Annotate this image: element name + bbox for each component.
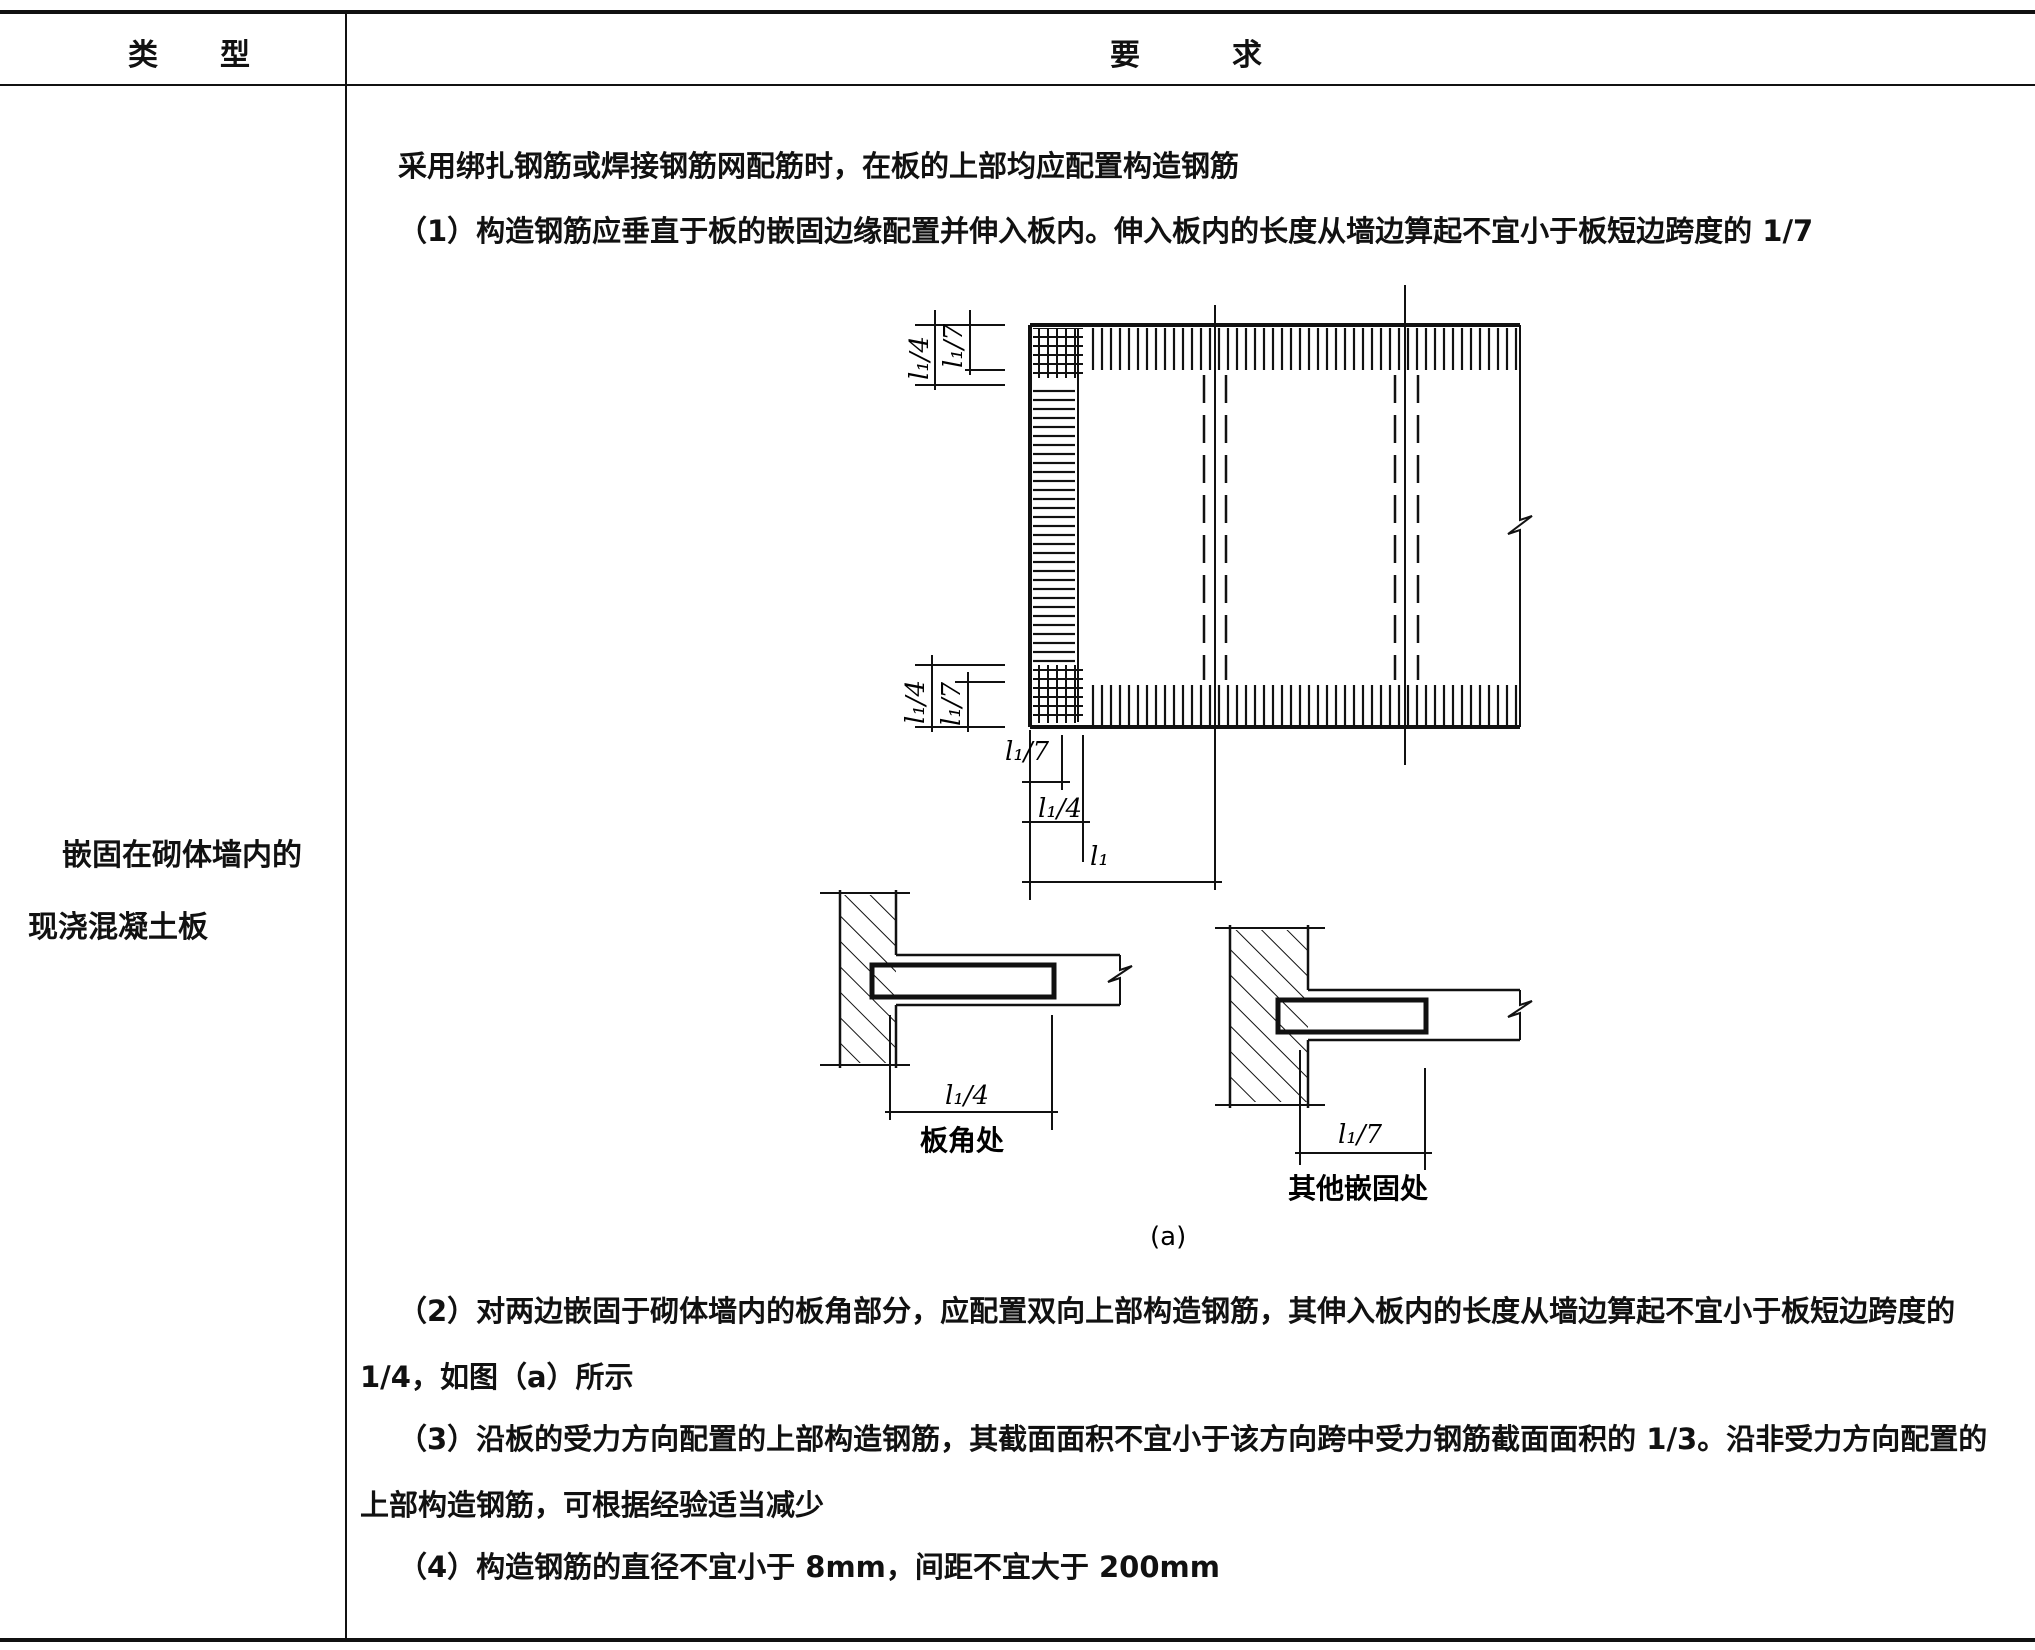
dim-bottom-l1: l₁ <box>1090 842 1109 872</box>
figure-caption: (a) <box>1150 1222 1186 1252</box>
header-requirement: 要求 <box>1110 30 1264 74</box>
dim-left-top-l1-4: l₁/4 <box>905 336 935 380</box>
intro-text: 采用绑扎钢筋或焊接钢筋网配筋时，在板的上部均应配置构造钢筋 <box>398 149 1240 183</box>
table-bottom-rule <box>0 1638 2035 1642</box>
header-type: 类型 <box>128 30 252 74</box>
table-top-rule <box>0 10 2035 14</box>
header-type-char-1: 类 <box>128 38 160 73</box>
corner-mesh-top <box>1033 328 1083 378</box>
header-req-char-2: 求 <box>1232 38 1264 73</box>
header-req-char-1: 要 <box>1110 38 1142 73</box>
top-edge-bars <box>1090 328 1518 370</box>
top-bar-corner <box>869 962 1057 1000</box>
plan-view: l₁/4 l₁/7 l₁/4 l₁/7 l₁/7 l₁/4 l₁ <box>901 285 1533 900</box>
top-bar-other <box>1275 997 1429 1035</box>
dim-left-bottom-l1-7: l₁/7 <box>937 682 967 726</box>
left-edge-bars <box>1033 385 1075 665</box>
label-other: 其他嵌固处 <box>1288 1172 1428 1205</box>
section-other: l₁/7 其他嵌固处 <box>1215 925 1533 1205</box>
item-2-text: （2）对两边嵌固于砌体墙内的板角部分，应配置双向上部构造钢筋，其伸入板内的长度从… <box>360 1294 1956 1394</box>
label-corner: 板角处 <box>920 1124 1004 1157</box>
section-corner: l₁/4 板角处 <box>820 890 1133 1157</box>
bottom-edge-bars <box>1090 685 1518 725</box>
dim-bottom-l1-7: l₁/7 <box>1005 737 1049 767</box>
type-cell: 嵌固在砌体墙内的 现浇混凝土板 <box>20 820 340 964</box>
wall-hatch-other <box>1230 930 1308 1102</box>
type-line-2: 现浇混凝土板 <box>28 910 208 945</box>
item-1-text: （1）构造钢筋应垂直于板的嵌固边缘配置并伸入板内。伸入板内的长度从墙边算起不宜小… <box>398 214 1814 248</box>
dim-corner-l1-4: l₁/4 <box>945 1081 989 1111</box>
column-divider <box>345 10 347 1640</box>
wall-hatch-corner <box>840 895 896 1063</box>
dim-bottom-l1-4: l₁/4 <box>1038 794 1082 824</box>
header-type-char-2: 型 <box>220 38 252 73</box>
item-4-text: （4）构造钢筋的直径不宜小于 8mm，间距不宜大于 200mm <box>398 1550 1220 1584</box>
type-line-1: 嵌固在砌体墙内的 <box>62 838 302 873</box>
corner-mesh-bottom <box>1033 665 1083 723</box>
dim-other-l1-7: l₁/7 <box>1338 1120 1382 1150</box>
dim-left-bottom-l1-4: l₁/4 <box>901 680 931 724</box>
item-3-text: （3）沿板的受力方向配置的上部构造钢筋，其截面面积不宜小于该方向跨中受力钢筋截面… <box>360 1422 1988 1522</box>
header-bottom-rule <box>0 84 2035 86</box>
dim-left-top-l1-7: l₁/7 <box>939 324 969 368</box>
